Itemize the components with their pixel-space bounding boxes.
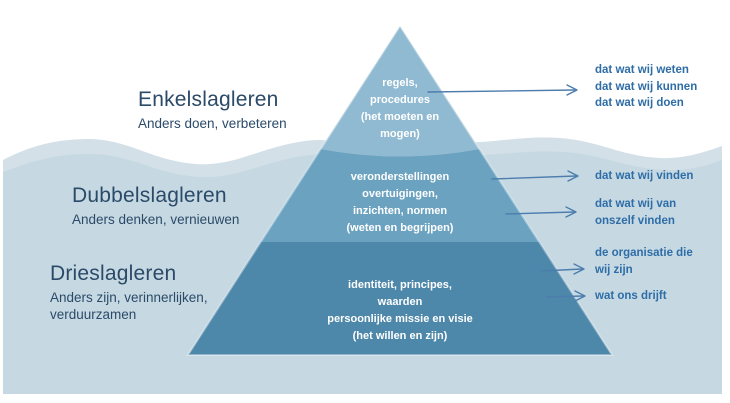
arrow-bottom-lower <box>546 290 586 302</box>
pyramid-bottom-text: identiteit, principes, waarden persoonli… <box>290 277 510 345</box>
pyramid-top-text: regels, procedures (het moeten en mogen) <box>290 75 510 143</box>
text-line: overtuigingen, <box>362 188 438 200</box>
text-line: (het moeten en <box>360 111 440 123</box>
text-line: dat wat wij weten <box>595 64 689 76</box>
pyramid-top-section <box>320 26 480 157</box>
pyramid-outline <box>186 24 614 356</box>
text-line: wij zijn <box>595 263 633 276</box>
arrow-middle-upper <box>491 170 579 182</box>
pyramid-bottom-section <box>188 242 612 355</box>
right-label-organisatie: de organisatie die wij zijn <box>595 245 693 278</box>
label-title: Dubbelslagleren <box>72 184 227 207</box>
text-line: procedures <box>370 94 430 106</box>
label-title: Enkelslagleren <box>138 88 279 111</box>
arrow-middle-lower <box>505 206 577 218</box>
pyramid-middle-text: veronderstellingen overtuigingen, inzich… <box>290 169 510 237</box>
text-line: veronderstellingen <box>350 171 450 183</box>
label-subtitle: Anders doen, verbeteren <box>138 116 287 131</box>
text-line: (weten en begrijpen) <box>346 222 454 234</box>
text-line: (het willen en zijn) <box>352 330 448 342</box>
text-line: regels, <box>382 77 418 89</box>
text-line: dat wat wij kunnen <box>595 80 698 93</box>
label-drieslagleren: Drieslagleren Anders zijn, verinnerlijke… <box>50 262 242 323</box>
text-line: identiteit, principes, <box>348 279 452 291</box>
text-line: mogen) <box>380 128 420 140</box>
pyramid-middle-section <box>260 149 540 242</box>
right-label-drijft: wat ons drijft <box>595 288 667 305</box>
label-enkelslagleren: Enkelslagleren Anders doen, verbeteren <box>138 88 287 132</box>
text-line: onszelf vinden <box>595 214 675 227</box>
text-line: inzichten, normen <box>352 205 448 217</box>
text-line: persoonlijke missie en visie <box>327 313 473 325</box>
text-line: dat wat wij doen <box>595 97 684 109</box>
text-line: dat wat wij vinden <box>595 170 694 182</box>
label-subtitle: Anders denken, vernieuwen <box>72 212 240 227</box>
right-label-weten-kunnen-doen: dat wat wij weten dat wat wij kunnen dat… <box>595 62 697 112</box>
right-label-vinden: dat wat wij vinden <box>595 168 693 185</box>
arrow-top-section <box>427 84 578 96</box>
text-line: wat ons drijft <box>595 290 667 302</box>
arrow-bottom-upper <box>540 263 585 275</box>
text-line: waarden <box>377 296 423 308</box>
label-dubbelslagleren: Dubbelslagleren Anders denken, vernieuwe… <box>72 184 239 228</box>
label-subtitle: Anders zijn, verinnerlijken, verduurzame… <box>50 290 208 322</box>
label-title: Drieslagleren <box>50 262 177 285</box>
text-line: dat wat wij van <box>595 198 677 210</box>
text-line: de organisatie die <box>595 247 693 259</box>
right-label-onszelf-vinden: dat wat wij van onszelf vinden <box>595 196 676 229</box>
